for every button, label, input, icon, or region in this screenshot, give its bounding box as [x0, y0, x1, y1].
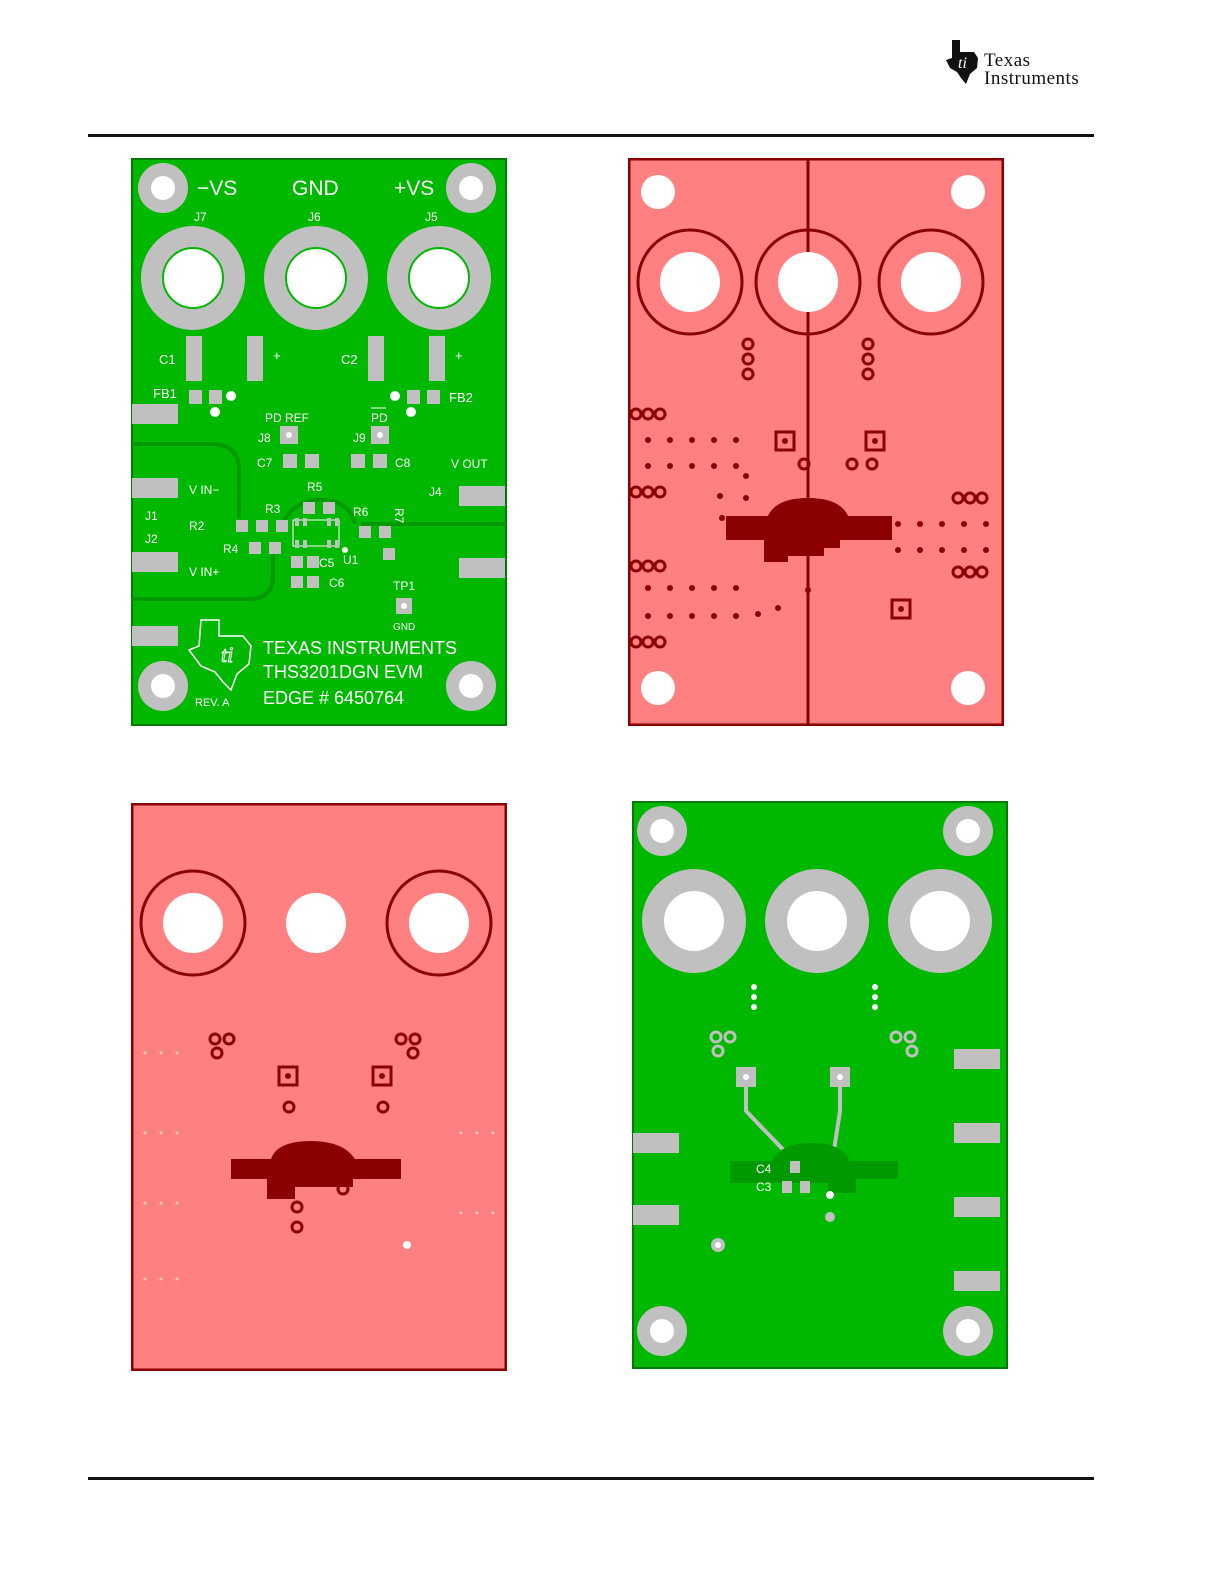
mounting-hole: [138, 163, 188, 213]
ref-c1: C1: [159, 352, 176, 367]
ref-fb2: FB2: [449, 390, 473, 405]
ref-c5: C5: [319, 556, 335, 570]
ti-logo: ti Texas Instruments: [944, 38, 1094, 94]
svg-text:ti: ti: [221, 642, 233, 667]
board-text-model: THS3201DGN EVM: [263, 662, 423, 682]
ref-plus1: +: [273, 348, 281, 363]
ref-fb1: FB1: [153, 386, 177, 401]
mounting-hole: [446, 163, 496, 213]
jack-j6: [264, 226, 368, 330]
pcb-copper-layer-3: [131, 803, 507, 1371]
ref-c6: C6: [329, 576, 345, 590]
board-text-rev: REV. A: [195, 697, 230, 709]
jack-j7: [141, 226, 245, 330]
ref-j8: J8: [258, 431, 271, 445]
terminal-label-gnd: GND: [292, 177, 339, 200]
header-rule: [88, 134, 1094, 137]
pad-c2: [368, 336, 384, 381]
board-text-company: TEXAS INSTRUMENTS: [263, 638, 457, 658]
ref-vout: V OUT: [451, 457, 488, 471]
ref-gnd-small: GND: [393, 622, 415, 633]
ref-j4: J4: [429, 485, 442, 499]
ref-j9: J9: [353, 431, 366, 445]
pcb-bottom-silkscreen: C4 C3: [632, 801, 1008, 1369]
ref-j2: J2: [145, 532, 158, 546]
ref-r5: R5: [307, 480, 323, 494]
pad-c2-plus: [429, 336, 445, 381]
ref-r7: R7: [392, 508, 406, 524]
terminal-label-neg: −VS: [197, 177, 237, 200]
ref-j7: J7: [194, 210, 207, 224]
pcb-top-silkscreen: −VS GND +VS J7 J6 J5 C1 + C2 + FB1 FB2: [131, 158, 507, 726]
ref-r4: R4: [223, 542, 239, 556]
ref-vin-plus: V IN+: [189, 565, 219, 579]
ref-c8: C8: [395, 456, 411, 470]
ref-tp1: TP1: [393, 579, 415, 593]
pad-c1: [186, 336, 202, 381]
ref-r2: R2: [189, 519, 205, 533]
ref-plus2: +: [455, 348, 463, 363]
ref-r6: R6: [353, 505, 369, 519]
logo-text-instruments: Instruments: [944, 68, 1079, 90]
pcb-copper-layer-2: [628, 158, 1004, 726]
ref-c3: C3: [756, 1180, 772, 1194]
ref-c7: C7: [257, 456, 273, 470]
jack-j5: [387, 226, 491, 330]
ref-c2: C2: [341, 352, 358, 367]
footer-rule: [88, 1477, 1094, 1480]
board-text-edge: EDGE # 6450764: [263, 688, 404, 708]
ref-c4: C4: [756, 1162, 772, 1176]
ref-j1: J1: [145, 509, 158, 523]
pad-c1-plus: [247, 336, 263, 381]
ref-r3: R3: [265, 502, 281, 516]
mounting-hole: [446, 661, 496, 711]
ref-u1: U1: [343, 553, 359, 567]
mounting-hole: [138, 661, 188, 711]
ref-j6: J6: [308, 210, 321, 224]
terminal-label-pos: +VS: [394, 177, 434, 200]
ref-pd-ref: PD REF: [265, 411, 309, 425]
ref-vin-minus: V IN−: [189, 483, 219, 497]
ref-j5: J5: [425, 210, 438, 224]
ref-pd: PD: [371, 411, 388, 425]
